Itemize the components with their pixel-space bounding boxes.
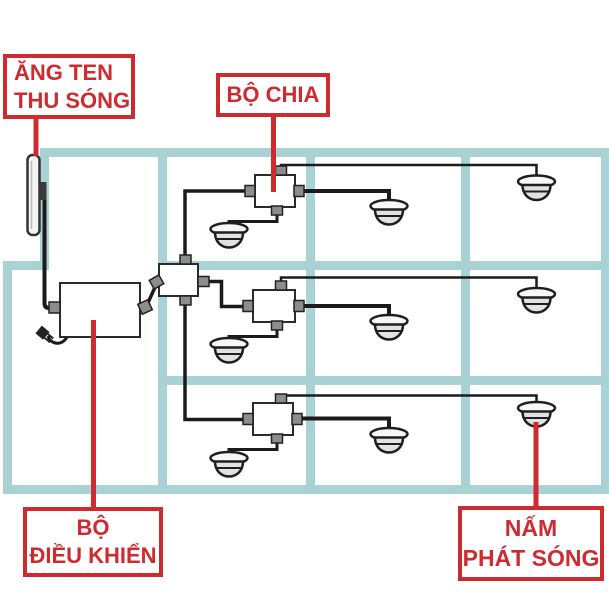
- main-splitter-box-icon: [158, 263, 199, 297]
- cable-floor2-top-run: [279, 276, 538, 296]
- power-plug-icon: [35, 325, 54, 344]
- label-line: PHÁT SÓNG: [462, 544, 600, 571]
- splitter-left-port: [244, 184, 256, 198]
- splitter-left-port: [242, 412, 254, 426]
- label-controller: BỘ ĐIỀU KHIỂN: [23, 507, 163, 577]
- cable-hub-to-floor2-splitter: [208, 279, 253, 309]
- splitter-left-port: [242, 299, 254, 313]
- hub-right-port: [197, 275, 210, 288]
- label-line: BỘ CHIA: [226, 82, 320, 108]
- cable-antenna-feed: [42, 197, 56, 310]
- splitter-bottom-port: [270, 320, 284, 331]
- splitter-right-port: [293, 184, 305, 198]
- controller-left-port: [48, 301, 61, 314]
- hub-left-port: [148, 273, 165, 291]
- ceiling-dome-antenna-icon: [209, 221, 249, 249]
- label-receiving-antenna: ĂNG TEN THU SÓNG: [3, 54, 135, 119]
- splitter-top-port: [274, 165, 288, 176]
- splitter-box-icon: [252, 402, 294, 436]
- label-line: ĐIỀU KHIỂN: [29, 543, 157, 568]
- label-splitter: BỘ CHIA: [216, 73, 330, 117]
- wall-vertical-1: [158, 148, 167, 494]
- wall-right: [601, 148, 609, 494]
- wall-vertical-2: [306, 148, 315, 494]
- ceiling-dome-antenna-icon: [209, 450, 249, 478]
- cable-power-cord: [46, 335, 69, 345]
- wall-vertical-3: [461, 148, 470, 494]
- ceiling-dome-antenna-icon: [369, 198, 409, 226]
- wall-floor-divider-1: [159, 261, 609, 270]
- hub-bottom-port: [179, 295, 192, 306]
- label-line: NẤM: [504, 515, 558, 542]
- ceiling-dome-antenna-icon: [369, 313, 409, 341]
- splitter-right-port: [291, 412, 303, 426]
- cable-hub-riser-up: [183, 189, 250, 256]
- ceiling-dome-antenna-icon: [369, 426, 409, 454]
- antenna-bracket: [38, 182, 47, 200]
- ceiling-dome-antenna-icon: [516, 286, 557, 314]
- floor2-splitter: [242, 280, 305, 331]
- controller-unit: [35, 282, 154, 344]
- main-splitter-hub: [148, 254, 210, 306]
- ceiling-dome-antenna-icon: [516, 174, 557, 202]
- cable-floor1-top-run: [279, 163, 538, 184]
- cable-floor3-top-run: [279, 394, 538, 410]
- hub-top-port: [179, 254, 192, 265]
- label-line: ĂNG TEN: [14, 59, 113, 85]
- controller-right-port: [136, 298, 154, 316]
- wall-floor-divider-2: [159, 376, 609, 385]
- wall-left-lower: [3, 261, 12, 494]
- panel-antenna-icon: [26, 153, 41, 237]
- ceiling-dome-antenna-icon: [209, 336, 249, 364]
- splitter-box-icon: [252, 289, 296, 323]
- splitter-top-port: [274, 280, 288, 291]
- controller-box-icon: [59, 282, 141, 338]
- label-line: BỘ: [76, 515, 110, 541]
- splitter-bottom-port: [270, 433, 284, 444]
- pointer-lines: [33, 116, 539, 508]
- splitter-right-port: [293, 299, 305, 313]
- cable-hub-riser-down: [183, 304, 253, 422]
- label-line: THU SÓNG: [14, 87, 131, 113]
- floor3-splitter: [242, 393, 303, 444]
- label-broadcast-dome: NẤM PHÁT SÓNG: [458, 506, 604, 581]
- splitter-top-port: [274, 393, 288, 404]
- wall-top: [42, 148, 609, 157]
- splitter-bottom-port: [270, 205, 284, 216]
- wall-left-step: [3, 261, 49, 270]
